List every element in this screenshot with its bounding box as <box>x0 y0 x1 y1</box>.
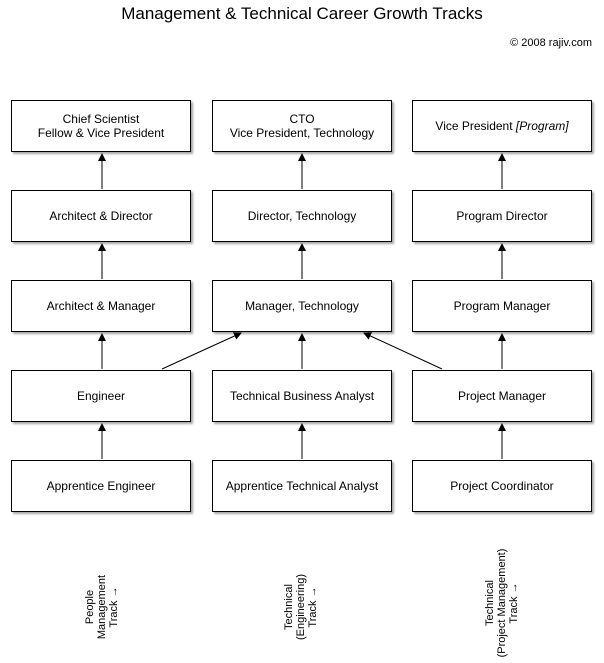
track-line: Technical <box>283 584 295 630</box>
box-line: Architect & Manager <box>46 299 156 313</box>
box-line: Manager, Technology <box>245 299 359 313</box>
track-label-people-management: People Management Track → <box>84 552 120 662</box>
box-line: Project Coordinator <box>450 479 554 493</box>
copyright-notice: © 2008 rajiv.com <box>510 37 592 49</box>
track-line: Technical <box>484 580 496 626</box>
box-line: Architect & Director <box>49 209 153 223</box>
box-manager-technology: Manager, Technology <box>212 280 392 332</box>
track-line: Track → <box>508 582 520 624</box>
box-technical-business-analyst: Technical Business Analyst <box>212 370 392 422</box>
track-line: Track → <box>108 586 120 628</box>
track-label-technical-engineering: Technical (Engineering) Track → <box>283 552 319 662</box>
box-line: Apprentice Engineer <box>46 479 156 493</box>
box-apprentice-technical-analyst: Apprentice Technical Analyst <box>212 460 392 512</box>
box-engineer: Engineer <box>11 370 191 422</box>
box-line: Fellow & Vice President <box>37 126 165 140</box>
box-program-director: Program Director <box>412 190 592 242</box>
box-architect-manager: Architect & Manager <box>11 280 191 332</box>
box-line: Chief Scientist <box>62 112 140 126</box>
box-line: Project Manager <box>457 389 547 403</box>
box-project-coordinator: Project Coordinator <box>412 460 592 512</box>
box-director-technology: Director, Technology <box>212 190 392 242</box>
track-line: (Project Management) <box>496 548 508 658</box>
track-label-technical-project-management: Technical (Project Management) Track → <box>484 548 520 658</box>
track-line: (Engineering) <box>295 573 307 641</box>
diagram-title: Management & Technical Career Growth Tra… <box>121 4 483 23</box>
arrow-project-manager-to-manager-tech <box>363 332 443 370</box>
box-program-manager: Program Manager <box>412 280 592 332</box>
box-project-manager: Project Manager <box>412 370 592 422</box>
box-cto: CTO Vice President, Technology <box>212 100 392 152</box>
box-apprentice-engineer: Apprentice Engineer <box>11 460 191 512</box>
track-line: Track → <box>307 586 319 628</box>
track-line: Management <box>96 574 108 640</box>
box-line: Vice President [Program] <box>435 119 568 133</box>
vp-label: Vice President <box>435 119 513 133</box>
box-line: Vice President, Technology <box>229 126 375 140</box>
box-line: Technical Business Analyst <box>229 389 375 403</box>
box-chief-scientist: Chief Scientist Fellow & Vice President <box>11 100 191 152</box>
box-line: CTO <box>289 112 315 126</box>
box-line: Program Director <box>456 209 548 223</box>
track-line: People <box>84 589 96 625</box>
box-line: Apprentice Technical Analyst <box>225 479 379 493</box>
box-line: Director, Technology <box>247 209 357 223</box>
program-label: [Program] <box>515 119 569 133</box>
arrow-engineer-to-manager-tech <box>161 332 242 370</box>
box-line: Engineer <box>76 389 126 403</box>
box-vice-president-program: Vice President [Program] <box>412 100 592 152</box>
box-architect-director: Architect & Director <box>11 190 191 242</box>
box-line: Program Manager <box>453 299 551 313</box>
